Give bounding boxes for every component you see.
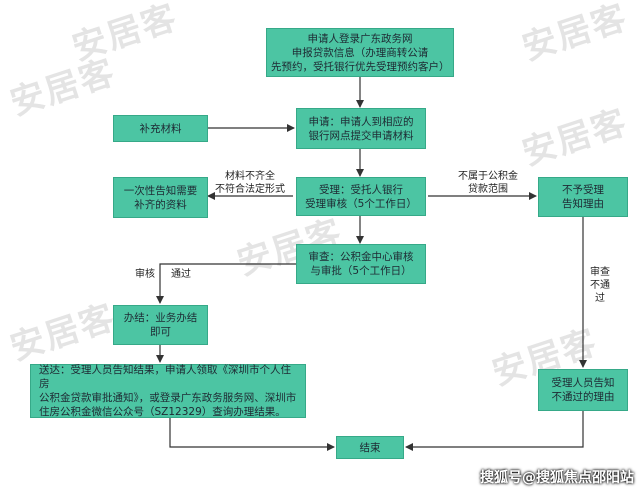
source-credit: 搜狐号@搜狐焦点邵阳站 — [480, 470, 634, 486]
step-notify-missing-materials: 一次性告知需要 补齐的资料 — [113, 177, 208, 218]
step-accept-review: 受理：受托人银行 受理审核（5个工作日） — [296, 177, 426, 216]
label-pass: 通过 — [171, 269, 191, 280]
arrow-n7-n8 — [156, 263, 296, 304]
label-audit: 审核 — [135, 269, 155, 280]
step-deliver-result: 送达：受理人员告知结果，申请人领取《深圳市个人住房 公积金贷款审批通知》，或登录… — [30, 364, 306, 418]
label-audit-fail: 审查 不通过 — [590, 267, 610, 304]
step-login-apply: 申请人登录广东政务网 申报贷款信息（办理商转公请 先预约，受托银行优先受理预约客… — [266, 28, 454, 77]
step-complete-business: 办结：业务办结 即可 — [113, 305, 208, 345]
label-not-in-scope: 不属于公积金 贷款范围 — [458, 171, 518, 195]
step-reject-with-reason: 不予受理 告知理由 — [538, 177, 628, 217]
step-submit-application: 申请：申请人到相应的 银行网点提交申请材料 — [296, 108, 426, 149]
step-notify-audit-fail: 受理人员告知 不通过的理由 — [538, 369, 628, 411]
step-supplement-materials: 补充材料 — [113, 115, 208, 142]
arrow-n10-n11 — [405, 411, 584, 451]
label-incomplete-materials: 材料不齐全 不符合法定形式 — [215, 171, 285, 195]
step-fund-center-audit: 审查：公积金中心审核 与审批（5个工作日） — [296, 244, 426, 284]
arrow-n9-n11 — [169, 418, 335, 451]
step-end: 结束 — [336, 436, 404, 459]
